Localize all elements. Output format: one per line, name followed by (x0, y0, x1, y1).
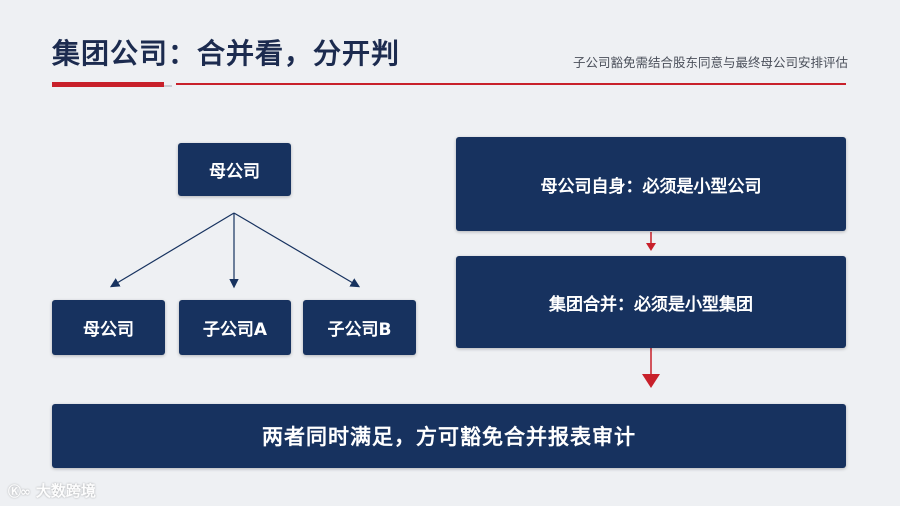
flow-arrow-2 (642, 348, 660, 388)
conclusion-banner: 两者同时满足，方可豁免合并报表审计 (52, 404, 846, 468)
tree-connector-left (109, 212, 235, 288)
flow-step-parent-small-company: 母公司自身：必须是小型公司 (456, 137, 846, 231)
watermark-logo-icon: Ⓚ∞ (8, 485, 31, 500)
tree-child-subsidiary-b: 子公司B (303, 300, 416, 355)
watermark: Ⓚ∞ 大数跨境 (8, 480, 96, 501)
tree-child-subsidiary-a: 子公司A (179, 300, 291, 355)
flow-arrow-1 (646, 232, 656, 251)
page-title: 集团公司：合并看，分开判 (52, 37, 401, 70)
page-subtitle: 子公司豁免需结合股东同意与最终母公司安排评估 (572, 55, 848, 70)
flow-step-small-group: 集团合并：必须是小型集团 (456, 256, 846, 348)
header-divider (176, 83, 846, 85)
watermark-text: 大数跨境 (35, 482, 96, 500)
title-underline-accent (52, 82, 164, 87)
tree-connector-right (233, 212, 361, 288)
tree-root-parent-company: 母公司 (178, 143, 291, 196)
tree-child-parent-company: 母公司 (52, 300, 165, 355)
